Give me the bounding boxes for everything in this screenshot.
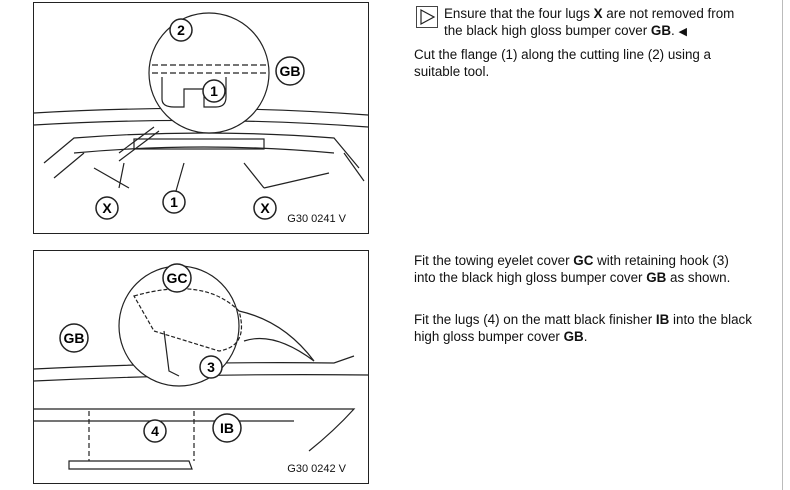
- step-fit-lugs: Fit the lugs (4) on the matt black finis…: [414, 312, 752, 344]
- figure-cut-flange: 2 1 GB X 1 X G30 0241 V: [33, 2, 369, 234]
- callout-x-left: X: [102, 200, 112, 216]
- bumper-illustration-2: GC GB 3 4 IB: [34, 263, 368, 470]
- callout-gb: GB: [280, 63, 301, 79]
- callout-2: 2: [177, 22, 185, 38]
- callout-4: 4: [151, 423, 159, 439]
- callout-x-right: X: [260, 200, 270, 216]
- note-text: Ensure that the four lugs X are not remo…: [444, 6, 735, 38]
- triangle-play-icon: [416, 6, 438, 28]
- figure-fit-cover: GC GB 3 4 IB G30 0242 V: [33, 250, 369, 484]
- page-edge-divider: [782, 0, 783, 490]
- bumper-illustration-1: 2 1 GB X 1 X: [34, 12, 368, 220]
- callout-1a: 1: [210, 83, 218, 99]
- callout-1b: 1: [170, 194, 178, 210]
- callout-3: 3: [207, 359, 215, 375]
- figure-code: G30 0241 V: [287, 213, 346, 225]
- step-cut-flange: Cut the flange (1) along the cutting lin…: [414, 47, 712, 79]
- callout-gb: GB: [64, 330, 85, 346]
- figure-code: G30 0242 V: [287, 463, 346, 475]
- callout-gc: GC: [167, 270, 188, 286]
- end-marker-icon: ◀: [678, 26, 687, 38]
- step-fit-cover: Fit the towing eyelet cover GC with reta…: [414, 253, 731, 285]
- callout-ib: IB: [220, 420, 234, 436]
